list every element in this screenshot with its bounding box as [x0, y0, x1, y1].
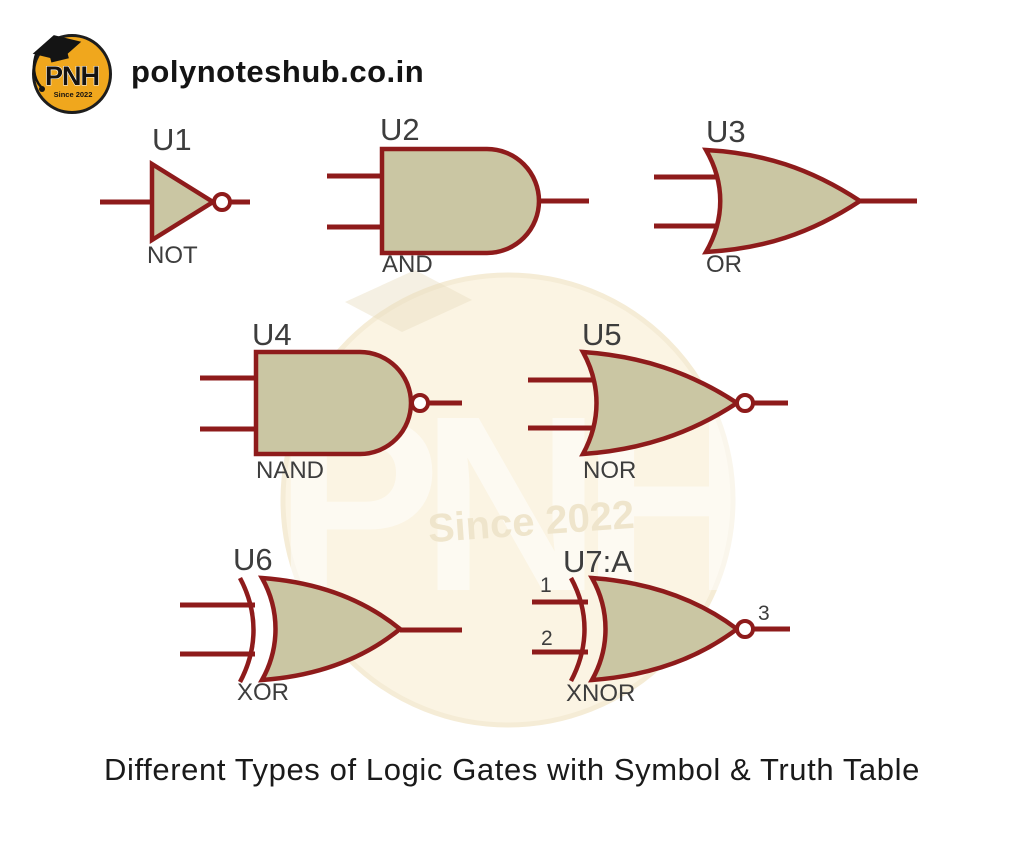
- inverter-bubble: [212, 192, 232, 212]
- tassel-knob: [39, 86, 45, 92]
- header: PNH Since 2022 polynoteshub.co.in: [26, 26, 424, 118]
- gate-type-label: NOR: [583, 457, 636, 484]
- watermark-cap-icon: [345, 270, 472, 332]
- gate-ref-label: U6: [233, 542, 273, 577]
- gate-ref-label: U1: [152, 122, 192, 157]
- gate-and: U2 AND: [327, 112, 589, 278]
- gate-not: U1 NOT: [100, 122, 250, 269]
- gate-type-label: XOR: [237, 679, 289, 706]
- nor-gate-symbol: [579, 349, 742, 457]
- logo-acronym: PNH: [45, 61, 99, 91]
- gate-ref-label: U3: [706, 114, 746, 149]
- inverter-bubble: [735, 393, 755, 413]
- gate-type-label: OR: [706, 251, 742, 278]
- gate-xnor: U7:A 1 2 3 XNOR: [532, 544, 790, 707]
- pin-number-3: 3: [758, 602, 770, 625]
- xor-gate-symbol: [257, 575, 404, 683]
- gate-ref-label: U4: [252, 317, 292, 352]
- gate-nand: U4 NAND: [200, 317, 462, 484]
- site-name: polynoteshub.co.in: [131, 54, 425, 89]
- or-gate-symbol: [701, 147, 865, 255]
- not-gate-symbol: [149, 159, 218, 245]
- gate-nor: U5 NOR: [528, 317, 788, 484]
- graduation-cap-icon: [32, 35, 82, 63]
- xnor-input-arc: [569, 576, 587, 683]
- gate-type-label: XNOR: [566, 680, 635, 707]
- brand-logo: PNH Since 2022: [32, 34, 112, 114]
- gate-ref-label: U5: [582, 317, 622, 352]
- gate-type-label: NAND: [256, 457, 324, 484]
- gate-xor: U6 XOR: [180, 542, 462, 706]
- pin-number-1: 1: [540, 574, 552, 597]
- inverter-bubble: [735, 619, 755, 639]
- and-gate-symbol: [379, 146, 542, 256]
- tassel-icon: [32, 51, 42, 88]
- gate-ref-label: U7:A: [563, 544, 632, 579]
- caption: Different Types of Logic Gates with Symb…: [104, 752, 920, 787]
- logo-tagline: Since 2022: [54, 90, 93, 99]
- gate-type-label: NOT: [147, 242, 198, 269]
- inverter-bubble: [410, 393, 430, 413]
- xor-input-arc: [238, 576, 256, 684]
- gate-ref-label: U2: [380, 112, 420, 147]
- xnor-gate-symbol: [587, 575, 741, 683]
- nand-gate-symbol: [253, 349, 414, 457]
- gate-or: U3 OR: [654, 114, 917, 278]
- pin-number-2: 2: [541, 627, 553, 650]
- gate-type-label: AND: [382, 251, 433, 278]
